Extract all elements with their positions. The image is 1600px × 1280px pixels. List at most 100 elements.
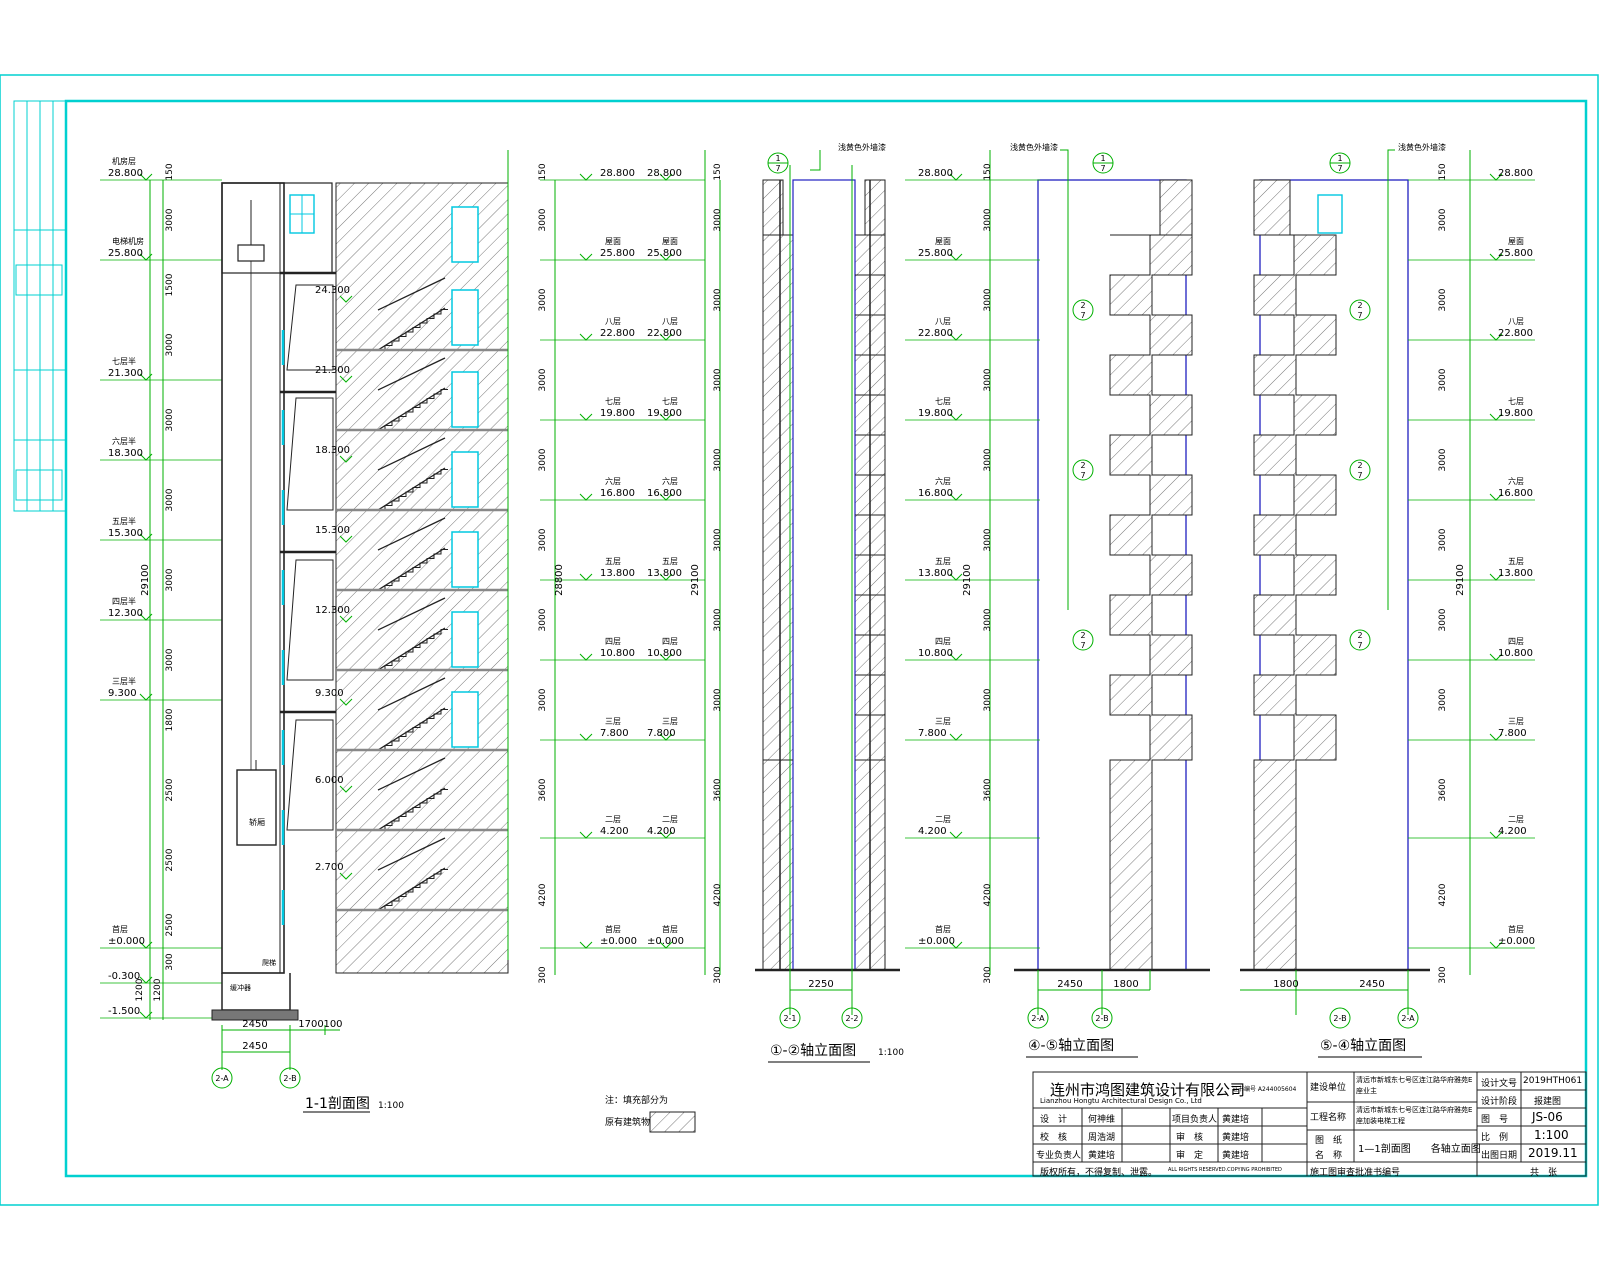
- floor-name: 六层: [605, 476, 621, 486]
- elev2-detail-bubbles: [1072, 299, 1094, 651]
- stair-level-label: 12.300: [315, 605, 350, 616]
- elev2-title: ④-⑤轴立面图: [1028, 1038, 1114, 1054]
- floor-elevation: 19.800: [600, 408, 635, 419]
- floor-elevation: 25.800: [600, 248, 635, 259]
- stair-level-label: 2.700: [315, 862, 344, 873]
- floor-name: 四层: [1508, 637, 1524, 646]
- floor-name: 七层: [1508, 397, 1524, 406]
- level-elevation: 18.300: [108, 448, 143, 459]
- dim-text: 3000: [713, 208, 723, 231]
- existing-building: [335, 182, 509, 974]
- floor-name: 二层: [662, 815, 678, 824]
- elev3-axis-1: 2-B: [1333, 1014, 1346, 1023]
- floor-elevation: 4.200: [1498, 826, 1527, 837]
- dim-text: 150: [983, 163, 993, 180]
- total-dim-text: 29100: [962, 564, 973, 596]
- landing-outlines: [286, 284, 334, 831]
- level-elevation: 15.300: [108, 528, 143, 539]
- section-title: 1-1剖面图: [305, 1096, 370, 1112]
- floor-elevation: 19.800: [647, 408, 682, 419]
- svg-text:7: 7: [1080, 471, 1085, 480]
- dim-text: 3600: [538, 778, 548, 801]
- axis-bubble-2B: [279, 1067, 301, 1089]
- dim-text: 3000: [713, 368, 723, 391]
- floor-elevation: 4.200: [600, 826, 629, 837]
- total-dim-text: 29100: [690, 564, 701, 596]
- dim-text: 3000: [165, 408, 175, 431]
- floor-name: 六层: [1508, 476, 1524, 486]
- existing-doors: [451, 206, 479, 748]
- drawing-name: 1—1剖面图 各轴立面图: [1358, 1144, 1481, 1155]
- level-marker: [139, 173, 153, 181]
- company-name: 连州市鸿图建筑设计有限公司: [1050, 1081, 1246, 1099]
- dim-text: 3000: [983, 688, 993, 711]
- elev1-dim: 2250: [808, 979, 833, 990]
- svg-text:7: 7: [1337, 164, 1342, 173]
- dim-text: 2500: [165, 913, 175, 936]
- floor-elevation: 4.200: [647, 826, 676, 837]
- level-name: 七层半: [112, 356, 136, 366]
- dim-text: 3000: [538, 528, 548, 551]
- shaft-slabs: [280, 271, 336, 714]
- dim-text: 300: [1438, 966, 1448, 983]
- elev1-note: 浅黄色外墙漆: [838, 142, 886, 152]
- floor-name: 三层: [605, 717, 621, 726]
- sheet-no: JS-06: [1532, 1110, 1563, 1124]
- elev1-axis-1: 2-1: [783, 1014, 796, 1023]
- dim-text: 4200: [983, 883, 993, 906]
- dim-text: 3000: [1438, 288, 1448, 311]
- name-approve: 黄建培: [1222, 1151, 1250, 1161]
- dim-text: 3000: [538, 288, 548, 311]
- name-review: 黄建培: [1222, 1133, 1250, 1143]
- dim-text: 3000: [713, 608, 723, 631]
- floor-elevation: 28.800: [600, 168, 635, 179]
- floor-elevation: 22.800: [1498, 328, 1533, 339]
- dim-text: 3000: [165, 648, 175, 671]
- floor-elevation: 10.800: [1498, 648, 1533, 659]
- dim-text: 300: [983, 966, 993, 983]
- floor-elevation: 13.800: [647, 568, 682, 579]
- floor-elevation: 16.800: [918, 488, 953, 499]
- floor-elevation: 13.800: [1498, 568, 1533, 579]
- floor-name: 四层: [662, 637, 678, 646]
- dim-text: 300: [538, 966, 548, 983]
- svg-text:2: 2: [1357, 631, 1362, 640]
- axis-label-2A: 2-A: [215, 1074, 229, 1083]
- dim-text: 3000: [713, 528, 723, 551]
- dim-text: 3000: [1438, 688, 1448, 711]
- dim-text: 300: [713, 966, 723, 983]
- dim-text: 3000: [165, 208, 175, 231]
- company-name-en: Lianzhou Hongtu Architectural Design Co.…: [1040, 1097, 1202, 1105]
- stair-flights: [336, 277, 508, 912]
- svg-text:2: 2: [1080, 631, 1085, 640]
- elevation-5-4: 1800 2450 2-B 2-A 浅黄色外墙漆 1 7 27 27 27 ⑤-…: [1240, 142, 1471, 1058]
- floor-elevation: 22.800: [918, 328, 953, 339]
- title-block: [1032, 1071, 1587, 1177]
- dim-text: 3000: [165, 568, 175, 591]
- dim-text: 3600: [1438, 778, 1448, 801]
- build-unit: 清远市新城东七号区连江路华府雅苑E座业主: [1356, 1076, 1473, 1095]
- floor-name: 八层: [605, 317, 621, 326]
- dim-text: 1800: [165, 708, 175, 731]
- name-design: 何神维: [1088, 1115, 1116, 1125]
- name-lead: 黄建培: [1088, 1151, 1116, 1161]
- note-line-2: 原有建筑物: [605, 1116, 650, 1128]
- binding-strip: [13, 100, 67, 512]
- floor-elevation: 13.800: [600, 568, 635, 579]
- floor-elevation: 25.800: [918, 248, 953, 259]
- role-review: 审 核: [1176, 1133, 1204, 1143]
- name-pm: 黄建培: [1222, 1115, 1250, 1125]
- level-name: 首层: [112, 924, 128, 934]
- elev3-dim-2: 2450: [1359, 979, 1384, 990]
- level-elevation: 12.300: [108, 608, 143, 619]
- dim-text: 3000: [713, 448, 723, 471]
- elev3-window: [1317, 194, 1343, 234]
- elev1-left-top: [762, 179, 784, 236]
- floor-name: 五层: [605, 557, 621, 566]
- level-elevation: 25.800: [108, 248, 143, 259]
- level-name: 四层半: [112, 596, 136, 606]
- doc-no: 2019HTH061: [1523, 1076, 1583, 1086]
- dim-text: 3000: [1438, 608, 1448, 631]
- dim-text: 4200: [1438, 883, 1448, 906]
- floor-elevation: 19.800: [918, 408, 953, 419]
